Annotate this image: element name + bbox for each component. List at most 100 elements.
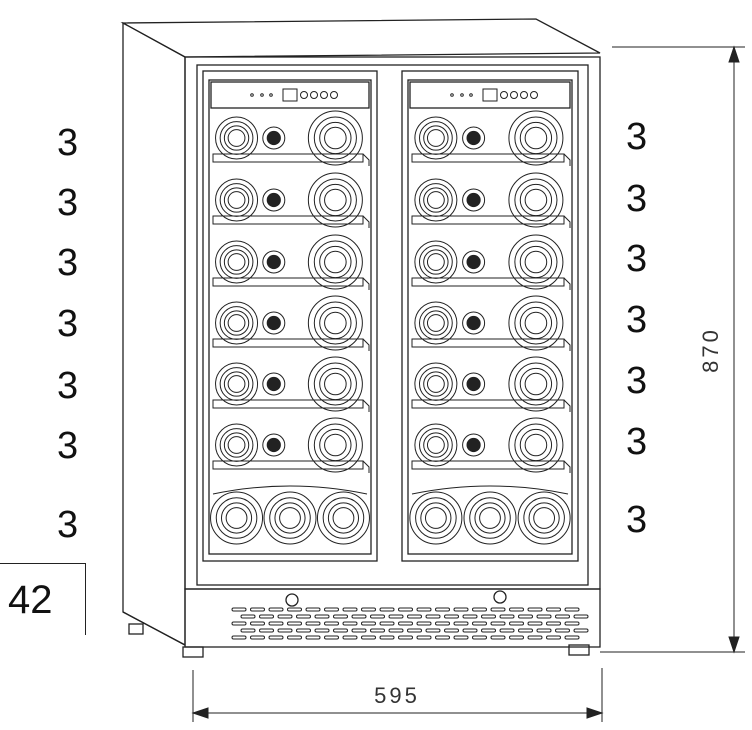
vent-slot [398,635,413,640]
vent-slot [379,635,395,640]
vent-slot [462,614,478,619]
vent-slot [416,621,432,626]
vent-slot [287,607,302,612]
vent-slot [499,614,515,619]
vent-slot [453,607,469,612]
vent-slot [481,628,496,633]
right-base-knob [493,590,507,604]
left-shelf-count-5: 3 [57,365,79,407]
vent-slot [305,607,321,612]
bottle-end [508,417,564,473]
left-shelf-count-4: 3 [57,303,79,345]
foot-back-left [128,623,144,635]
vent-slot [370,628,385,633]
left-control-panel [210,81,370,109]
vent-slot [296,614,311,619]
vent-slot [435,621,450,626]
vent-slot [314,628,330,633]
bottle-end [307,356,363,412]
vent-slot [342,607,358,612]
vent-slot [490,607,506,612]
vent-slot [509,635,524,640]
vent-slot [361,621,376,626]
vent-slot [398,621,413,626]
vent-slot [370,614,385,619]
vent-slot [546,607,561,612]
vent-slot [472,635,487,640]
shelf-rail [411,460,565,470]
bottle-end [215,116,259,160]
vent-slot [444,628,459,633]
vent-slot [472,621,487,626]
vent-slot [555,628,570,633]
vent-slot [250,621,265,626]
bottle-neck [462,372,486,396]
bottle-neck [262,250,286,274]
vent-slot [564,621,580,626]
vent-slot [518,628,533,633]
vent-slot [296,628,311,633]
foot-front-right [568,644,590,656]
panel-button-icon [510,91,518,99]
vent-slot [379,621,395,626]
vent-slot [351,614,367,619]
vent-slot [240,628,256,633]
vent-slot [259,628,274,633]
bottle-neck [262,126,286,150]
bottle-end [215,240,259,284]
bottle-end [307,417,363,473]
vent-slot [481,614,496,619]
vent-slot [425,614,441,619]
bottle-neck [462,433,486,457]
vent-slot [388,628,404,633]
bottle-end [463,491,517,545]
vent-slot [536,628,552,633]
bottle-neck [462,250,486,274]
vent-slot [287,635,302,640]
vent-slot [435,635,450,640]
temperature-display [482,88,498,102]
right-shelf-count-4: 3 [626,299,648,341]
bottle-end [263,491,317,545]
vent-slot [536,614,552,619]
bottle-end [508,295,564,351]
right-door [401,70,579,562]
panel-button-icon [310,91,318,99]
vent-slot [388,614,404,619]
vent-slot [324,635,339,640]
vent-slot [555,614,570,619]
shelf-rail [212,215,364,225]
right-shelf-count-2: 3 [626,178,648,220]
shelf-rail [212,460,364,470]
vent-slot [231,607,247,612]
right-control-panel [409,81,571,109]
vent-slot [250,635,265,640]
vent-slot [407,614,422,619]
vent-slot [518,614,533,619]
bottle-end [210,491,264,545]
left-shelf-count-3: 3 [57,242,79,284]
bottle-neck [262,311,286,335]
shelf-rail [212,399,364,409]
bottle-end [414,116,458,160]
vent-slot [398,607,413,612]
vent-slot [361,635,376,640]
vent-slot [379,607,395,612]
panel-indicator-icon [269,93,273,97]
right-shelf-count-6: 3 [626,421,648,463]
vent-slot [472,607,487,612]
vent-slot [333,614,348,619]
vent-slot [509,607,524,612]
vent-slot [287,621,302,626]
shelf-rail [411,399,565,409]
left-shelf-count-1: 3 [57,122,79,164]
vent-slot [564,635,580,640]
vent-slot [240,614,256,619]
right-shelf-count-7: 3 [626,499,648,541]
bottle-end [414,301,458,345]
vent-slot [277,628,293,633]
bottle-end [508,234,564,290]
vent-slot [573,614,589,619]
bottle-end [215,178,259,222]
